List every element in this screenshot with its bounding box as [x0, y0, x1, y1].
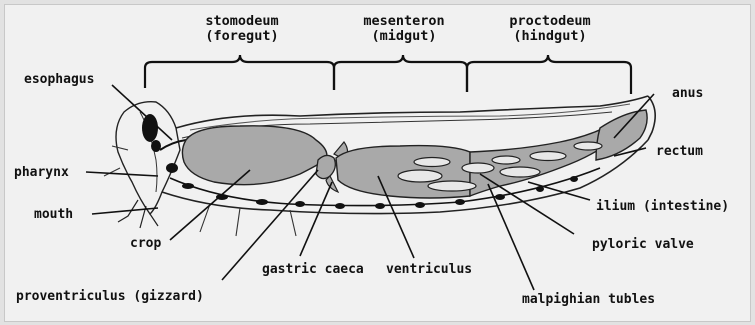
body-dorsal-outline [176, 96, 648, 128]
label-pharynx: pharynx [14, 165, 69, 180]
body-tip [648, 96, 655, 140]
label-ventriculus: ventriculus [386, 262, 472, 277]
region-hindgut-name: proctodeum [490, 14, 610, 29]
label-malpighian-tubules: malpighian tubles [522, 292, 655, 307]
region-midgut: mesenteron (midgut) [346, 14, 462, 44]
label-anus: anus [672, 86, 703, 101]
label-esophagus: esophagus [24, 72, 94, 87]
label-mouth: mouth [34, 207, 73, 222]
label-gastric-caeca: gastric caeca [262, 262, 364, 277]
region-foregut-alt: (foregut) [182, 29, 302, 44]
label-ilium: ilium (intestine) [596, 199, 729, 214]
label-rectum: rectum [656, 144, 703, 159]
label-pyloric-valve: pyloric valve [592, 237, 694, 252]
brace-foregut [145, 55, 334, 90]
label-crop: crop [130, 236, 161, 251]
region-foregut: stomodeum (foregut) [182, 14, 302, 44]
rectum-organ [596, 110, 647, 160]
label-proventriculus: proventriculus (gizzard) [16, 289, 204, 304]
region-foregut-name: stomodeum [182, 14, 302, 29]
region-hindgut: proctodeum (hindgut) [490, 14, 610, 44]
mouthparts [118, 200, 158, 228]
brace-hindgut [467, 55, 631, 94]
region-midgut-alt: (midgut) [346, 29, 462, 44]
proventriculus-organ [316, 155, 335, 178]
region-midgut-name: mesenteron [346, 14, 462, 29]
region-hindgut-alt: (hindgut) [490, 29, 610, 44]
brace-midgut [334, 55, 467, 92]
crop-organ [182, 126, 326, 185]
